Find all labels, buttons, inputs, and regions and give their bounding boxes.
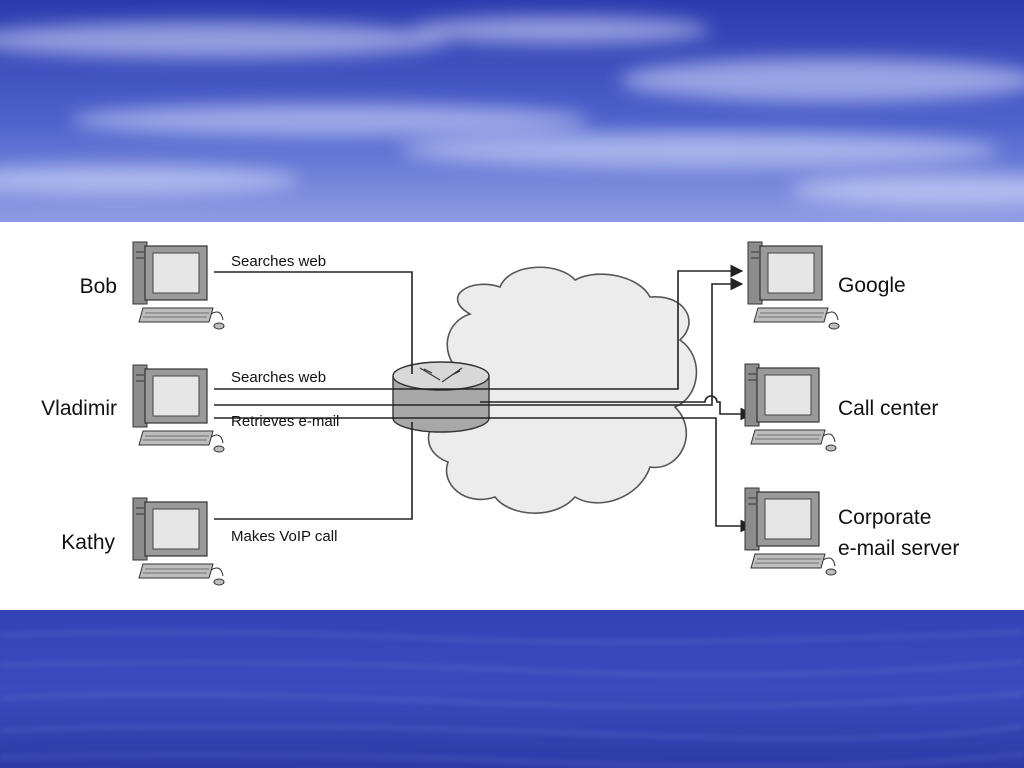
action-label-kathy-voip: Makes VoIP call	[231, 528, 337, 545]
action-label-vladimir-search: Searches web	[231, 369, 326, 386]
sky-background	[0, 0, 1024, 222]
google-server-icon	[747, 241, 840, 330]
action-label-vladimir-email: Retrieves e-mail	[231, 413, 339, 430]
sea-background	[0, 610, 1024, 768]
server-label-call-center: Call center	[838, 397, 938, 420]
user-label-bob: Bob	[80, 275, 117, 298]
action-label-bob-search: Searches web	[231, 253, 326, 270]
network-diagram: Bob Vladimir Kathy Searches web Searches…	[0, 222, 1024, 610]
user-label-vladimir: Vladimir	[41, 397, 117, 420]
router-icon	[392, 361, 490, 433]
user-label-kathy: Kathy	[61, 531, 115, 554]
kathy-computer-icon	[132, 497, 225, 586]
bob-computer-icon	[132, 241, 225, 330]
vladimir-computer-icon	[132, 364, 225, 453]
server-label-email-server: e-mail server	[838, 537, 959, 560]
server-label-google: Google	[838, 274, 906, 297]
call-center-server-icon	[744, 363, 837, 452]
server-label-corporate: Corporate	[838, 506, 931, 529]
email-server-icon	[744, 487, 837, 576]
